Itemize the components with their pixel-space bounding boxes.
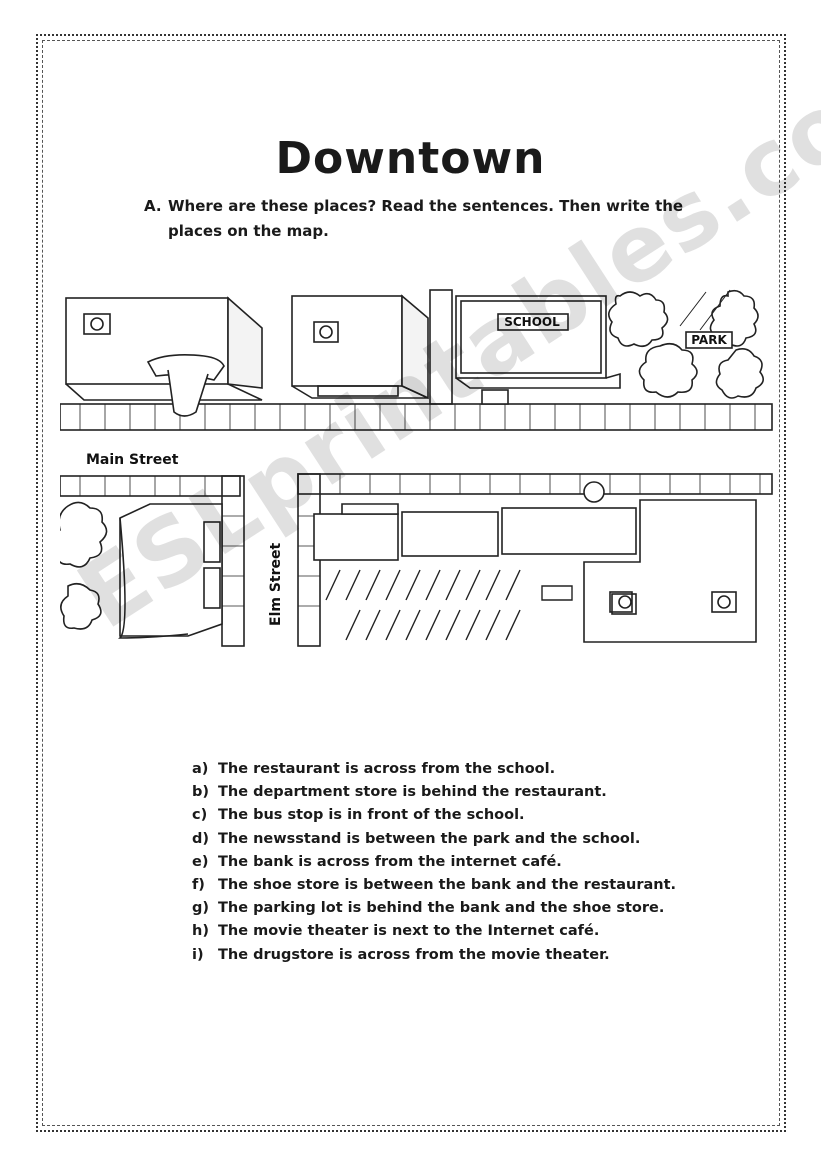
building-top-middle — [291, 294, 429, 400]
sentence-c: c) The bus stop is in front of the school… — [192, 804, 752, 827]
main-street-label: Main Street — [86, 452, 179, 468]
sentence-f: f) The shoe store is between the bank and… — [192, 874, 752, 897]
instruction-line-2: places on the map. — [168, 222, 329, 240]
sentence-text: The department store is behind the resta… — [218, 784, 607, 801]
instruction-letter: A. — [144, 197, 162, 215]
sentence-text: The parking lot is behind the bank and t… — [218, 900, 665, 917]
sentence-label: e) — [192, 853, 209, 870]
north-sidewalk-tiles — [79, 404, 756, 430]
park-trees — [608, 289, 764, 399]
sentence-label: c) — [192, 807, 208, 824]
sentence-label: i) — [192, 946, 204, 963]
sentence-text: The bus stop is in front of the school. — [218, 807, 525, 824]
instruction-line-1: Where are these places? Read the sentenc… — [168, 197, 684, 215]
sentence-text: The movie theater is next to the Interne… — [218, 923, 600, 940]
trees-bottom-left — [60, 501, 108, 630]
page-title: Downtown — [275, 133, 546, 185]
south-sidewalk-right — [297, 473, 773, 495]
parking-lot-lines — [325, 569, 573, 641]
north-sidewalk — [60, 403, 773, 431]
south-sidewalk-tiles — [79, 474, 761, 607]
school-building — [455, 295, 621, 405]
elm-street-label: Elm Street — [268, 543, 284, 626]
side-walkway — [429, 289, 453, 405]
round-building — [118, 503, 223, 639]
sentence-label: g) — [192, 900, 210, 917]
sentence-d: d) The newsstand is between the park and … — [192, 828, 752, 851]
south-sidewalk-left — [60, 475, 241, 497]
building-top-left — [65, 296, 263, 417]
map-illustration: SCHOOL PARK Main Street Elm Street — [60, 289, 773, 647]
large-building-right — [583, 499, 757, 643]
sentence-a: a) The restaurant is across from the scho… — [192, 758, 752, 781]
sentence-list: a) The restaurant is across from the scho… — [192, 758, 752, 967]
park-sign: PARK — [691, 333, 727, 347]
sentence-h: h) The movie theater is next to the Inter… — [192, 920, 752, 943]
school-sign: SCHOOL — [504, 315, 560, 329]
south-sidewalk-corner — [221, 475, 245, 647]
sentence-e: e) The bank is across from the internet c… — [192, 851, 752, 874]
instruction: A. Where are these places? Read the sente… — [144, 194, 744, 244]
sentence-text: The drugstore is across from the movie t… — [218, 946, 610, 963]
sentence-g: g) The parking lot is behind the bank and… — [192, 897, 752, 920]
decorative-border — [36, 34, 786, 1132]
sentence-text: The newsstand is between the park and th… — [218, 830, 641, 847]
sentence-b: b) The department store is behind the res… — [192, 781, 752, 804]
sentence-text: The restaurant is across from the school… — [218, 761, 556, 777]
downtown-map: SCHOOL PARK Main Street Elm Street — [60, 286, 775, 656]
sentence-text: The shoe store is between the bank and t… — [218, 876, 677, 893]
sentence-i: i) The drugstore is across from the movie… — [192, 944, 752, 967]
sentence-label: b) — [192, 784, 210, 801]
sentence-label: h) — [192, 923, 209, 940]
sentence-label: f) — [192, 876, 205, 893]
sentence-label: a) — [192, 761, 209, 777]
shop-row — [313, 481, 637, 561]
sentence-text: The bank is across from the internet caf… — [218, 853, 562, 870]
sentence-label: d) — [192, 830, 210, 847]
